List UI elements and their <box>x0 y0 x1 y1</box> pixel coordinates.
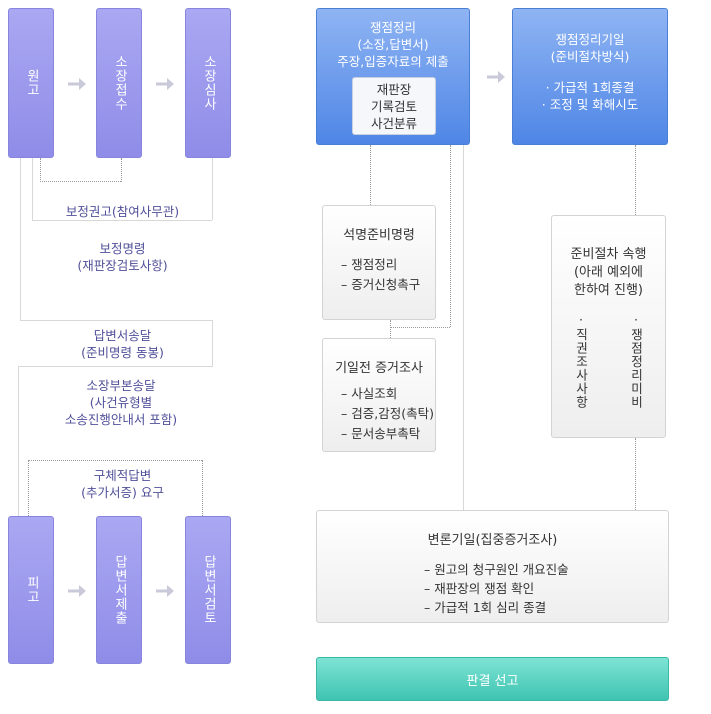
connector <box>20 158 21 320</box>
connector <box>40 181 121 182</box>
arrow-right-icon <box>156 585 174 597</box>
answer-service-label: 답변서송달 (준비명령 동봉) <box>40 327 205 361</box>
complaint-copy-sub2: 소송진행안내서 포함) <box>64 412 178 427</box>
complaint-copy-label: 소장부본송달 (사건유형별 소송진행안내서 포함) <box>30 377 212 428</box>
specific-answer-sub: (추가서증) 요구 <box>81 485 164 500</box>
pre-evidence-item-2: – 검증,감정(촉탁) <box>341 406 434 421</box>
correction-recommend-label: 보정권고(참여사무관) <box>40 203 205 220</box>
answer-submit-label: 답변서제출 <box>112 555 127 625</box>
connector <box>390 327 450 328</box>
prep-proc-title-3: 한하여 진행) <box>573 283 643 298</box>
verdict-box: 판결 선고 <box>316 657 669 701</box>
defendant-box: 피고 <box>8 516 54 664</box>
judge-review-box: 재판장 기록검토 사건분류 <box>352 77 436 135</box>
complaint-review-label: 소장심사 <box>201 55 216 111</box>
connector <box>635 438 636 510</box>
specific-answer-text: 구체적답변 <box>93 468 152 483</box>
connector <box>32 220 212 221</box>
connector <box>18 366 19 516</box>
issue-date-box: 쟁점정리기일 (준비절차방식) · 가급적 1회종결 · 조정 및 화해시도 <box>512 8 668 145</box>
connector <box>20 320 212 321</box>
connector <box>463 145 464 510</box>
connector <box>370 145 371 205</box>
answer-review-label: 답변서검토 <box>201 555 216 625</box>
connector <box>212 158 213 220</box>
arrow-right-icon <box>156 78 174 90</box>
prep-proc-col2: ·쟁점정리미비 <box>628 312 644 409</box>
correction-order-sub: (재판장검토사항) <box>77 258 168 273</box>
hearing-box: 변론기일(집중증거조사) – 원고의 청구원인 개요진술 – 재판장의 쟁점 확… <box>316 510 669 623</box>
issue-date-item-1: · 가급적 1회종결 <box>545 80 635 95</box>
prep-proc-box: 준비절차 속행 (아래 예외에 한하여 진행) ·직권조사사항 ·쟁점정리미비 <box>551 215 666 438</box>
connector <box>121 158 122 182</box>
arrow-right-icon <box>68 585 86 597</box>
explain-order-item-2: – 증거신청촉구 <box>341 277 421 292</box>
inner-line-2: 기록검토 <box>370 99 417 114</box>
connector <box>212 320 213 366</box>
defendant-label: 피고 <box>24 576 39 604</box>
explain-order-box: 석명준비명령 – 쟁점정리 – 증거신청촉구 <box>322 205 436 320</box>
complaint-copy-sub1: (사건유형별 <box>89 395 153 410</box>
connector <box>202 460 203 516</box>
connector <box>390 320 391 338</box>
complaint-copy-text: 소장부본송달 <box>86 378 156 393</box>
explain-order-item-1: – 쟁점정리 <box>341 257 398 272</box>
issue-title: 쟁점정리 <box>369 20 416 35</box>
correction-order-label: 보정명령 (재판장검토사항) <box>40 240 205 274</box>
connector <box>450 145 451 327</box>
issue-date-title: 쟁점정리기일 <box>555 32 625 47</box>
issue-line3: 주장,입증자료의 제출 <box>337 54 449 69</box>
connector <box>18 366 213 367</box>
answer-service-sub: (준비명령 동봉) <box>81 345 164 360</box>
hearing-item-2: – 재판장의 쟁점 확인 <box>424 581 535 596</box>
pre-evidence-box: 기일전 증거조사 – 사실조회 – 검증,감정(촉탁) – 문서송부촉탁 <box>322 338 436 452</box>
inner-line-3: 사건분류 <box>370 116 417 131</box>
explain-order-title: 석명준비명령 <box>343 228 415 243</box>
hearing-item-3: – 가급적 1회 심리 종결 <box>424 600 547 615</box>
specific-answer-label: 구체적답변 (추가서증) 요구 <box>40 467 205 501</box>
pre-evidence-item-1: – 사실조회 <box>341 386 398 401</box>
answer-review-box: 답변서검토 <box>185 516 231 664</box>
prep-proc-col1: ·직권조사사항 <box>573 312 589 409</box>
issue-sub: (소장,답변서) <box>357 37 429 52</box>
pre-evidence-item-3: – 문서송부촉탁 <box>341 426 421 441</box>
connector <box>28 460 29 516</box>
hearing-title: 변론기일(집중증거조사) <box>427 533 558 548</box>
connector <box>635 145 636 215</box>
plaintiff-box: 원고 <box>8 8 54 158</box>
hearing-item-1: – 원고의 청구원인 개요진술 <box>424 562 569 577</box>
connector <box>32 158 33 220</box>
issue-date-item-2: · 조정 및 화해시도 <box>541 97 639 112</box>
answer-submit-box: 답변서제출 <box>96 516 142 664</box>
correction-order-text: 보정명령 <box>99 241 146 256</box>
arrow-right-icon <box>487 71 505 83</box>
complaint-review-box: 소장심사 <box>185 8 231 158</box>
pre-evidence-title: 기일전 증거조사 <box>335 361 423 376</box>
prep-proc-title-1: 준비절차 속행 <box>570 247 647 262</box>
arrow-right-icon <box>68 78 86 90</box>
answer-service-text: 답변서송달 <box>93 328 152 343</box>
inner-line-1: 재판장 <box>376 82 412 97</box>
complaint-filing-label: 소장접수 <box>112 55 127 111</box>
complaint-filing-box: 소장접수 <box>96 8 142 158</box>
connector <box>40 158 41 182</box>
connector <box>28 460 202 461</box>
prep-proc-title-2: (아래 예외에 <box>573 265 643 280</box>
correction-recommend-text: 보정권고(참여사무관) <box>65 204 180 219</box>
plaintiff-label: 원고 <box>24 69 39 97</box>
verdict-label: 판결 선고 <box>466 673 519 689</box>
issue-date-sub: (준비절차방식) <box>550 49 630 64</box>
